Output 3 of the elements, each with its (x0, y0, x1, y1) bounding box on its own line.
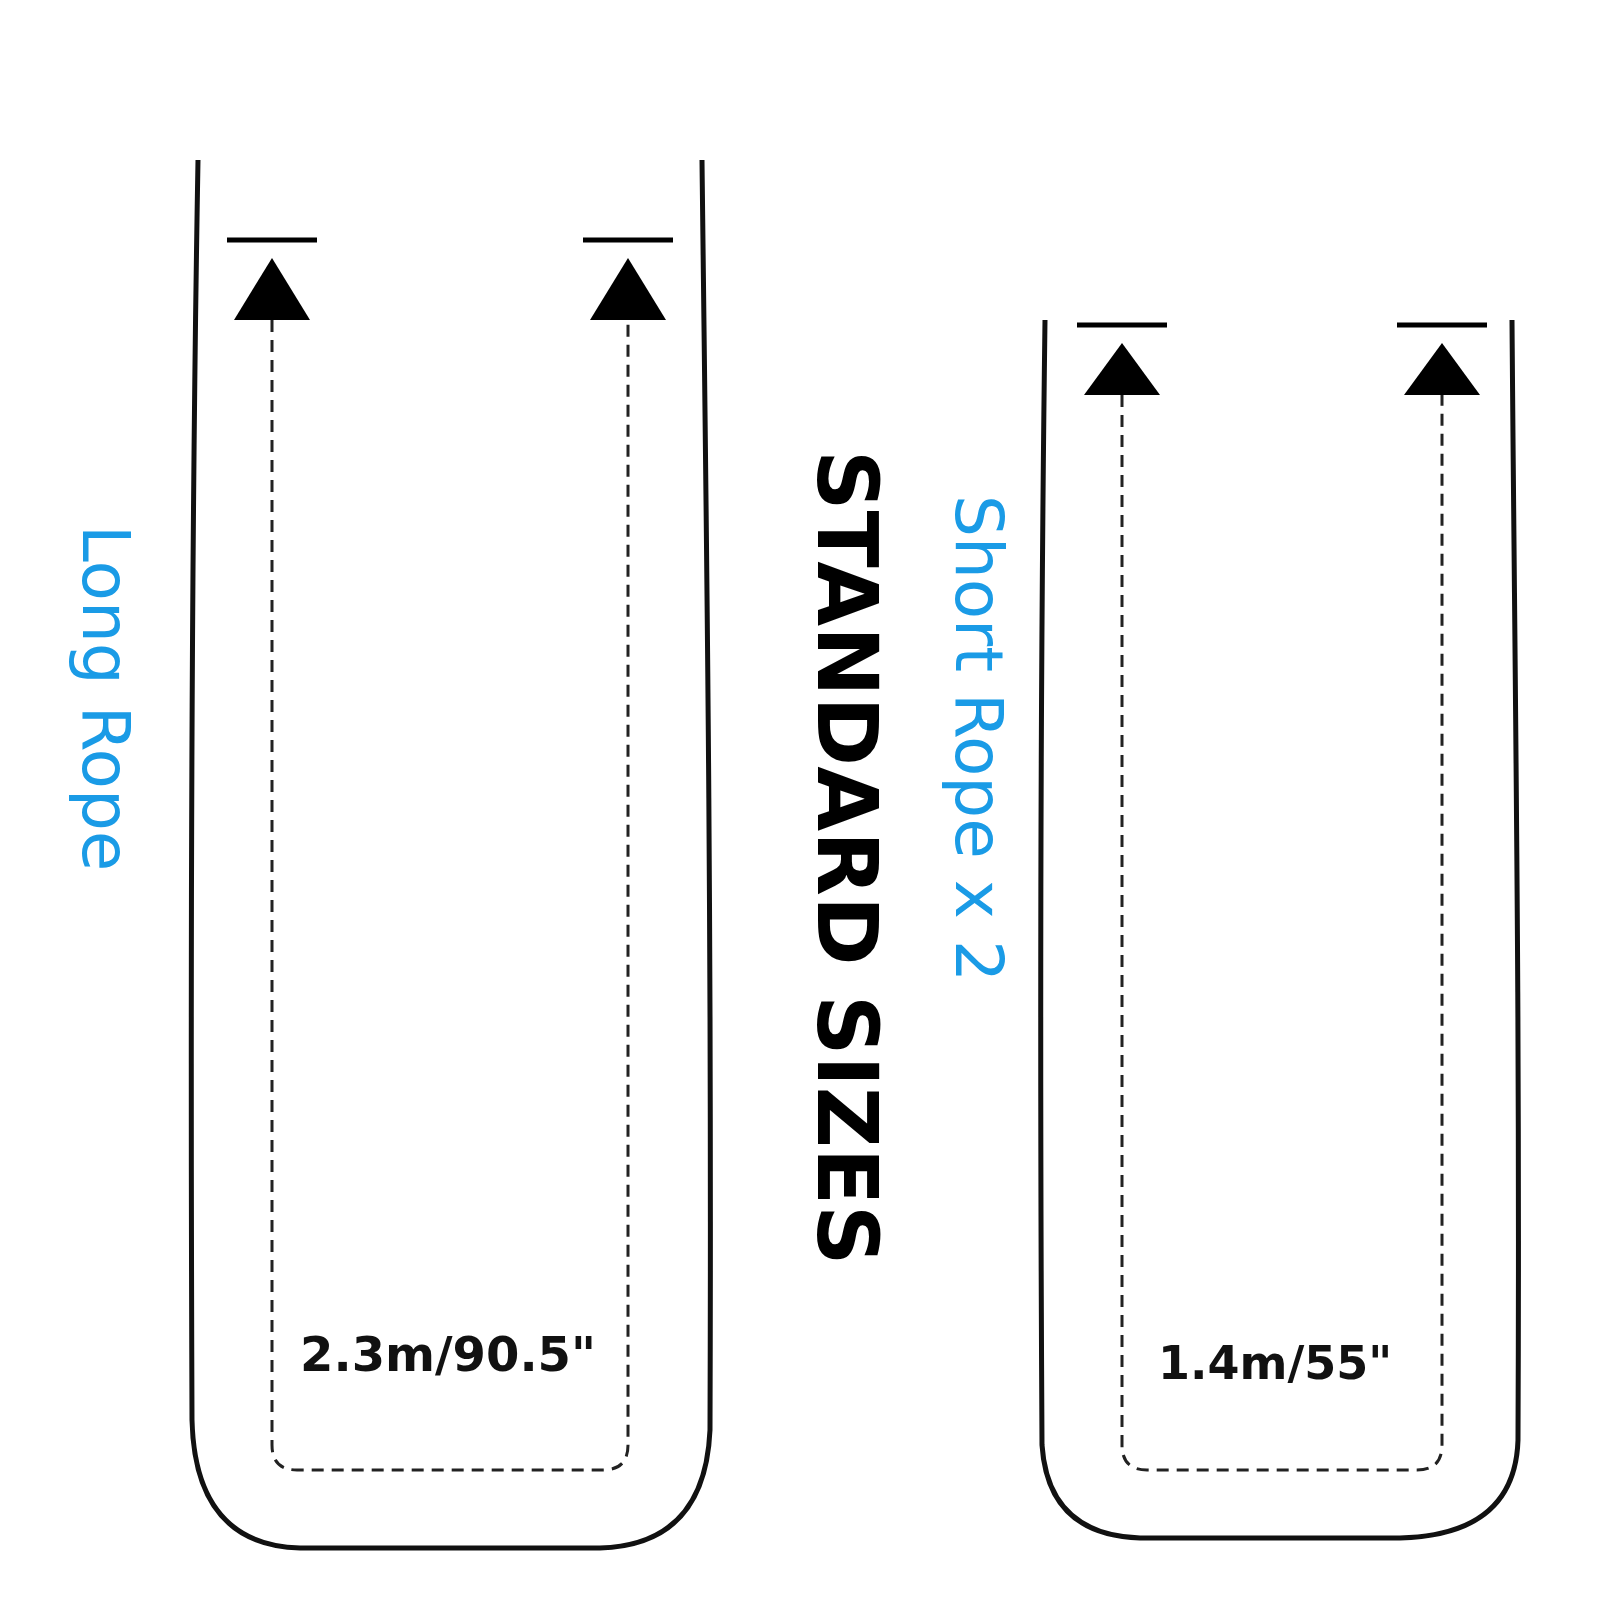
dimension-label: 1.4m/55" (1158, 1340, 1393, 1386)
title: STANDARD SIZES (805, 450, 889, 1266)
dimension-label: 2.3m/90.5" (300, 1330, 596, 1378)
